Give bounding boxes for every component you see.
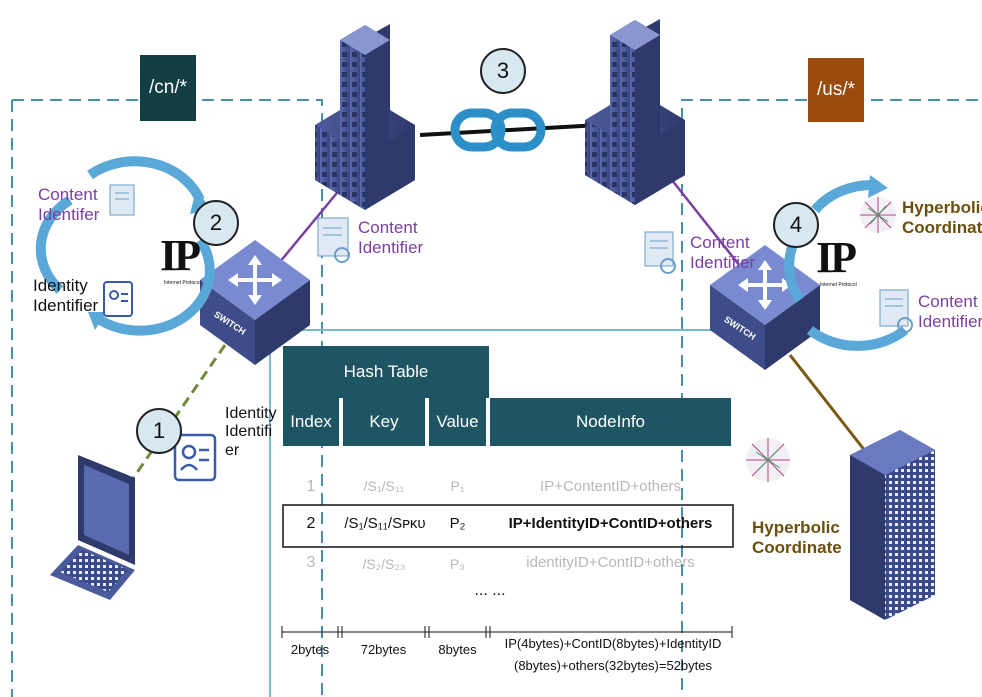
ip-logo-right: IP bbox=[816, 233, 857, 282]
hyperbolic-coordinate-icon bbox=[860, 197, 896, 233]
right-building-icon bbox=[585, 19, 685, 205]
chain-link-icon bbox=[450, 108, 546, 152]
left-content-identifier-label: Content Identifer bbox=[38, 185, 100, 224]
right-content-identifier-label: Content Identifier bbox=[918, 292, 982, 331]
us-domain-text: /us/* bbox=[816, 79, 856, 100]
us-domain-region bbox=[681, 99, 978, 697]
right-hyperbolic-coordinate-label: Hyperbolic Coordinate bbox=[902, 198, 982, 237]
arrowhead-icon bbox=[868, 175, 888, 198]
key-size-label: 72bytes bbox=[360, 642, 407, 657]
document-search-icon bbox=[317, 217, 350, 263]
row-3-index: 3 bbox=[306, 554, 316, 571]
document-search-icon bbox=[879, 289, 913, 333]
row-3-value: P₃ bbox=[449, 556, 466, 572]
row-3-key: /S₂/S₂₃ bbox=[362, 556, 406, 572]
row-2-key: /S₁/S₁₁/Sᴘᴋᴜ bbox=[344, 515, 426, 532]
table-ellipsis: ... ... bbox=[474, 582, 506, 599]
column-header-key: Key bbox=[343, 398, 425, 446]
left-building-icon bbox=[315, 24, 415, 210]
left-identity-identifier-label: Identity Identifier bbox=[33, 276, 99, 315]
row-2-value: P₂ bbox=[449, 515, 466, 532]
step-2-badge: 2 bbox=[193, 200, 239, 246]
row-2-nodeinfo: IP+IdentityID+ContID+others bbox=[508, 515, 713, 532]
arrowhead-icon bbox=[88, 312, 106, 330]
ip-logo-right-subtext: Internet Protocol bbox=[820, 282, 857, 288]
row-2-index: 2 bbox=[306, 515, 316, 532]
cn-domain-text: /cn/* bbox=[148, 77, 188, 98]
us-domain-label: /us/* bbox=[808, 58, 864, 122]
step-4-badge: 4 bbox=[773, 202, 819, 248]
left-switch-icon bbox=[200, 240, 310, 365]
server-rack-icon bbox=[850, 430, 935, 620]
nodeinfo-size-label-line2: (8bytes)+others(32bytes)=52bytes bbox=[514, 658, 712, 673]
ip-logo-left-subtext: Internet Protocol bbox=[164, 280, 201, 286]
column-header-index: Index bbox=[283, 398, 339, 446]
server-hyperbolic-coordinate-label: Hyperbolic Coordinate bbox=[752, 518, 842, 557]
row-1-index: 1 bbox=[306, 478, 316, 495]
nodeinfo-size-label-line1: IP(4bytes)+ContID(8bytes)+IdentityID bbox=[504, 636, 722, 651]
column-header-value: Value bbox=[429, 398, 486, 446]
row-3-nodeinfo: identityID+ContID+others bbox=[526, 554, 695, 571]
document-search-icon bbox=[644, 231, 676, 274]
laptop-icon bbox=[50, 455, 135, 600]
backbone-link bbox=[419, 123, 601, 137]
step-1-badge: 1 bbox=[136, 408, 182, 454]
highlighted-row-border bbox=[282, 504, 734, 548]
cn-domain-label: /cn/* bbox=[140, 55, 196, 121]
column-header-nodeinfo: NodeInfo bbox=[490, 398, 731, 446]
left-cycle-arrows-icon bbox=[35, 156, 215, 336]
index-size-label: 2bytes bbox=[290, 642, 330, 657]
middle-right-content-identifier-label: Content Identifier bbox=[690, 233, 756, 272]
document-icon bbox=[109, 184, 135, 216]
size-dimension-lines bbox=[281, 626, 733, 638]
id-card-icon bbox=[103, 281, 133, 317]
row-1-key: /S₁/S₁₁ bbox=[363, 478, 405, 494]
hyperbolic-coordinate-icon bbox=[746, 438, 790, 482]
id-card-icon bbox=[173, 433, 217, 482]
cn-domain-region bbox=[11, 99, 323, 697]
hash-table-title: Hash Table bbox=[283, 346, 489, 398]
middle-left-content-identifier-label: Content Identifier bbox=[358, 218, 424, 257]
step-3-badge: 3 bbox=[480, 48, 526, 94]
laptop-identity-identifier-label: Identity Identifi er bbox=[225, 405, 277, 459]
row-1-value: P₁ bbox=[450, 478, 465, 494]
value-size-label: 8bytes bbox=[438, 642, 477, 657]
ip-logo-left: IP bbox=[160, 231, 201, 280]
row-1-nodeinfo: IP+ContentID+others bbox=[540, 478, 681, 495]
